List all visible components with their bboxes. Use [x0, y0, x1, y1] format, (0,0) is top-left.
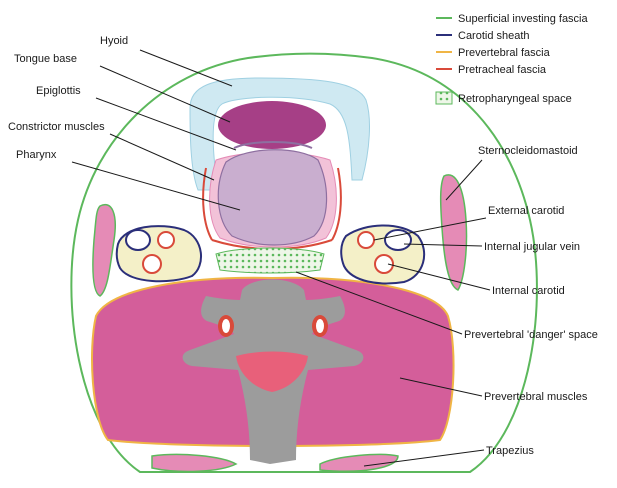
- retropharyngeal-space: [216, 248, 324, 273]
- vertebral-foramen-left: [222, 319, 230, 333]
- legend-swatch-retropharyngeal: [436, 92, 452, 104]
- label-hyoid: Hyoid: [100, 35, 128, 47]
- internal-carotid-right: [375, 255, 393, 273]
- label-external-carotid: External carotid: [488, 205, 564, 217]
- external-carotid-right: [358, 232, 374, 248]
- legend-label-retropharyngeal: Retropharyngeal space: [458, 93, 572, 105]
- legend-label-prevertebral: Prevertebral fascia: [458, 47, 551, 59]
- label-tongue-base: Tongue base: [14, 53, 77, 65]
- vertebral-foramen-right: [316, 319, 324, 333]
- label-danger-space: Prevertebral 'danger' space: [464, 329, 598, 341]
- label-danger-suffix: space: [565, 329, 597, 341]
- label-danger-bold: 'danger': [527, 329, 565, 341]
- internal-jugular-left: [126, 230, 150, 250]
- label-danger-prefix: Prevertebral: [464, 329, 527, 341]
- label-prevertebral-muscles: Prevertebral muscles: [484, 391, 588, 403]
- legend-label-investing: Superficial investing fascia: [458, 13, 589, 25]
- legend: Superficial investing fascia Carotid she…: [436, 13, 589, 105]
- label-internal-carotid: Internal carotid: [492, 285, 565, 297]
- legend-label-pretracheal: Pretracheal fascia: [458, 64, 547, 76]
- label-sternocleidomastoid: Sternocleidomastoid: [478, 145, 578, 157]
- pharynx: [218, 150, 326, 245]
- label-trapezius: Trapezius: [486, 445, 534, 457]
- label-epiglottis: Epiglottis: [36, 85, 81, 97]
- label-internal-jugular-vein: Internal jugular vein: [484, 241, 580, 253]
- label-constrictor-muscles: Constrictor muscles: [8, 121, 105, 133]
- internal-carotid-left: [143, 255, 161, 273]
- label-pharynx: Pharynx: [16, 149, 57, 161]
- external-carotid-left: [158, 232, 174, 248]
- legend-label-carotid-sheath: Carotid sheath: [458, 30, 530, 42]
